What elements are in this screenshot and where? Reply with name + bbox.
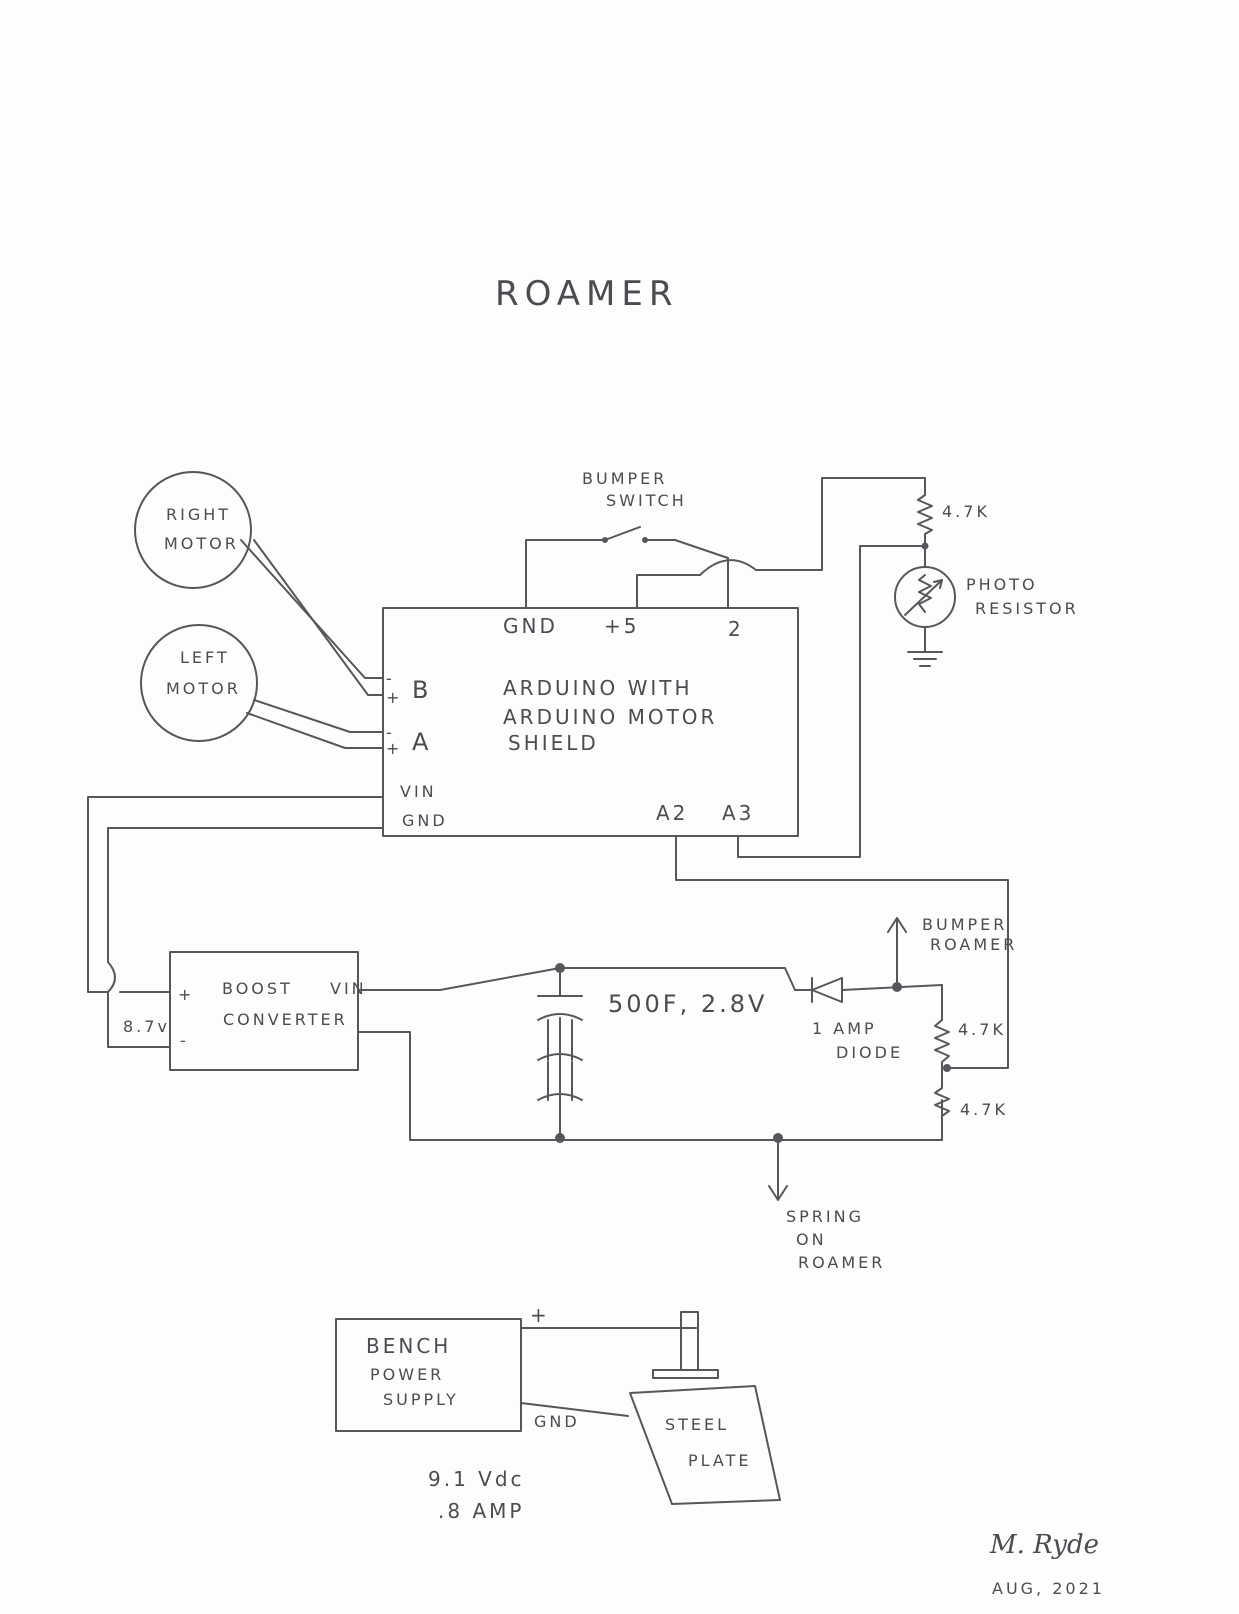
resistor-top-label: 4.7K — [942, 502, 990, 521]
spring-label-3: ROAMER — [798, 1253, 885, 1272]
arduino-label-3: SHIELD — [508, 731, 599, 755]
supply-current: .8 AMP — [438, 1499, 524, 1523]
left-motor: LEFT MOTOR — [140, 624, 258, 742]
resistor-top: 4.7K — [737, 494, 990, 858]
boost-label-2: CONVERTER — [223, 1010, 348, 1029]
spring-label-2: ON — [796, 1230, 827, 1249]
boost-plus: + — [178, 985, 194, 1004]
boost-label-1: BOOST — [222, 979, 293, 998]
a-minus: - — [386, 723, 395, 742]
supply-voltage: 9.1 Vdc — [428, 1467, 525, 1491]
right-motor: RIGHT MOTOR — [134, 471, 252, 589]
photo-resistor: PHOTO RESISTOR — [894, 545, 1079, 667]
motor-wires — [240, 539, 384, 749]
bumper-switch-label-1: BUMPER — [582, 469, 667, 488]
wire-a2 — [675, 835, 1009, 1069]
right-motor-label-1: RIGHT — [166, 505, 231, 524]
boost-voltage: 8.7v — [123, 1017, 170, 1036]
bench-label-3: SUPPLY — [383, 1390, 459, 1409]
arduino-label-2: ARDUINO MOTOR — [503, 705, 717, 729]
diagram-title: ROAMER — [495, 274, 679, 314]
signature: M. Ryde AUG, 2021 — [989, 1530, 1105, 1598]
bench-power-supply: BENCH POWER SUPPLY + GND 9.1 Vdc .8 AMP — [335, 1303, 697, 1523]
signature-name: M. Ryde — [989, 1530, 1099, 1560]
arduino-pin-gnd-left: GND — [402, 811, 448, 830]
b-minus: - — [386, 669, 395, 688]
arduino-pin-2: 2 — [728, 617, 744, 641]
left-motor-label-2: MOTOR — [166, 679, 241, 698]
resistor-low-label: 4.7K — [960, 1100, 1008, 1119]
bench-gnd: GND — [534, 1412, 580, 1431]
resistor-mid-label: 4.7K — [958, 1020, 1006, 1039]
bumper-roamer-label-1: BUMPER — [922, 915, 1007, 934]
bumper-switch-label-2: SWITCH — [606, 491, 687, 510]
a-plus: + — [386, 739, 402, 758]
diode-label-2: DIODE — [836, 1043, 903, 1062]
arduino-label-1: ARDUINO WITH — [503, 676, 693, 700]
bench-label-1: BENCH — [366, 1334, 451, 1358]
capacitor-label: 500F, 2.8V — [608, 990, 767, 1018]
bumper-roamer: BUMPER ROAMER — [887, 915, 1017, 988]
spring-label-1: SPRING — [786, 1207, 864, 1226]
spring-connection: SPRING ON ROAMER — [768, 1137, 885, 1272]
arduino-pin-5v: +5 — [604, 614, 639, 638]
boost-converter: + - BOOST CONVERTER VIN 8.7v — [123, 951, 367, 1071]
steel-plate: STEEL PLATE — [629, 1311, 781, 1505]
diode-label-1: 1 AMP — [812, 1019, 877, 1038]
bench-plus: + — [530, 1303, 550, 1327]
boost-vin: VIN — [330, 979, 367, 998]
b-plus: + — [386, 688, 402, 707]
steel-plate-label-1: STEEL — [665, 1415, 729, 1434]
bumper-roamer-label-2: ROAMER — [930, 935, 1017, 954]
diode: 1 AMP DIODE — [794, 977, 943, 1062]
arduino-pin-gnd-top: GND — [503, 614, 558, 638]
arduino-pin-a2: A2 — [656, 801, 688, 825]
bumper-switch: BUMPER SWITCH — [525, 469, 926, 609]
resistor-divider: 4.7K 4.7K — [934, 984, 1008, 1141]
steel-plate-label-2: PLATE — [688, 1451, 752, 1470]
power-wires — [87, 796, 384, 1048]
arduino-pin-vin: VIN — [400, 782, 437, 801]
signature-date: AUG, 2021 — [992, 1579, 1105, 1598]
left-motor-label-1: LEFT — [180, 648, 230, 667]
arduino-pin-a: A — [412, 728, 431, 756]
arduino-pin-a3: A3 — [722, 801, 754, 825]
arduino-pin-b: B — [412, 676, 431, 704]
boost-minus: - — [180, 1031, 189, 1050]
photo-resistor-label-1: PHOTO — [966, 575, 1038, 594]
photo-resistor-label-2: RESISTOR — [975, 599, 1079, 618]
arduino-board: GND +5 2 ARDUINO WITH ARDUINO MOTOR SHIE… — [382, 607, 799, 837]
right-motor-label-2: MOTOR — [164, 534, 239, 553]
bench-label-2: POWER — [370, 1365, 444, 1384]
